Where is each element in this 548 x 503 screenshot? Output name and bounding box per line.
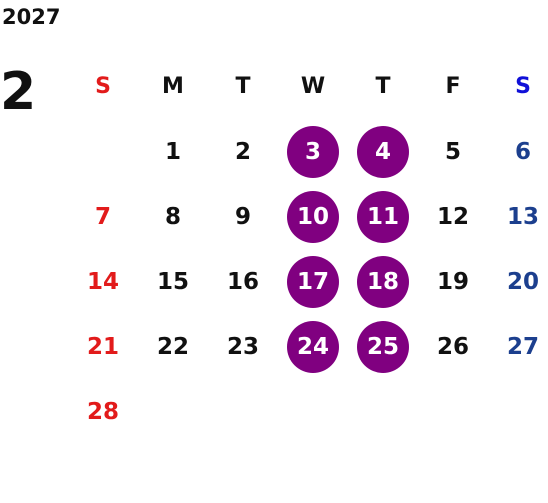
weekday-header-sunday: S bbox=[95, 74, 111, 99]
day-number: 8 bbox=[164, 203, 181, 230]
day-cell: 5 bbox=[418, 119, 488, 184]
day-number: 22 bbox=[156, 333, 189, 360]
day-number: 3 bbox=[287, 125, 339, 178]
day-number: 18 bbox=[357, 255, 409, 308]
day-cell: 6 bbox=[488, 119, 548, 184]
day-cell: 9 bbox=[208, 184, 278, 249]
month-number: 2 bbox=[0, 62, 37, 122]
day-cell: 13 bbox=[488, 184, 548, 249]
day-number: 4 bbox=[357, 125, 409, 178]
day-number: 9 bbox=[234, 203, 251, 230]
day-number: 20 bbox=[506, 268, 539, 295]
day-cell: 15 bbox=[138, 249, 208, 314]
day-number: 6 bbox=[514, 138, 531, 165]
day-cell: 2 bbox=[208, 119, 278, 184]
day-cell bbox=[278, 379, 348, 444]
day-cell bbox=[418, 379, 488, 444]
day-cell: 23 bbox=[208, 314, 278, 379]
day-number: 10 bbox=[287, 190, 339, 243]
day-number: 28 bbox=[86, 398, 119, 425]
day-cell-highlighted: 3 bbox=[278, 119, 348, 184]
day-number: 19 bbox=[436, 268, 469, 295]
day-cell: 8 bbox=[138, 184, 208, 249]
calendar-grid: S M T W T F S 1 2 3 4 5 6 7 8 9 10 11 12… bbox=[68, 54, 548, 444]
day-cell-highlighted: 4 bbox=[348, 119, 418, 184]
day-cell: 1 bbox=[138, 119, 208, 184]
day-number: 14 bbox=[86, 268, 119, 295]
day-cell: 27 bbox=[488, 314, 548, 379]
day-cell: 19 bbox=[418, 249, 488, 314]
day-cell-highlighted: 24 bbox=[278, 314, 348, 379]
day-number: 24 bbox=[287, 320, 339, 373]
day-number: 13 bbox=[506, 203, 539, 230]
day-cell bbox=[348, 379, 418, 444]
day-number: 26 bbox=[436, 333, 469, 360]
day-cell: 22 bbox=[138, 314, 208, 379]
day-cell: 14 bbox=[68, 249, 138, 314]
day-cell-highlighted: 11 bbox=[348, 184, 418, 249]
day-cell: 7 bbox=[68, 184, 138, 249]
day-cell: 28 bbox=[68, 379, 138, 444]
day-number: 1 bbox=[164, 138, 181, 165]
day-number: 23 bbox=[226, 333, 259, 360]
day-cell bbox=[68, 119, 138, 184]
day-number: 27 bbox=[506, 333, 539, 360]
day-cell: 20 bbox=[488, 249, 548, 314]
day-number: 25 bbox=[357, 320, 409, 373]
weekday-header-friday: F bbox=[445, 74, 461, 99]
day-cell: 21 bbox=[68, 314, 138, 379]
weekday-header-saturday: S bbox=[515, 74, 531, 99]
weekday-header-monday: M bbox=[162, 74, 184, 99]
day-number: 21 bbox=[86, 333, 119, 360]
day-number: 16 bbox=[226, 268, 259, 295]
weekday-header-thursday: T bbox=[375, 74, 391, 99]
day-cell bbox=[208, 379, 278, 444]
day-number: 17 bbox=[287, 255, 339, 308]
day-cell: 16 bbox=[208, 249, 278, 314]
day-cell-highlighted: 18 bbox=[348, 249, 418, 314]
day-number: 12 bbox=[436, 203, 469, 230]
weekday-header-tuesday: T bbox=[235, 74, 251, 99]
day-cell: 26 bbox=[418, 314, 488, 379]
day-number: 5 bbox=[444, 138, 461, 165]
day-number: 2 bbox=[234, 138, 251, 165]
day-cell bbox=[488, 379, 548, 444]
day-number: 11 bbox=[357, 190, 409, 243]
day-cell-highlighted: 10 bbox=[278, 184, 348, 249]
day-cell-highlighted: 25 bbox=[348, 314, 418, 379]
day-number: 7 bbox=[94, 203, 111, 230]
day-cell: 12 bbox=[418, 184, 488, 249]
day-cell-highlighted: 17 bbox=[278, 249, 348, 314]
day-number: 15 bbox=[156, 268, 189, 295]
day-cell bbox=[138, 379, 208, 444]
year-label: 2027 bbox=[2, 5, 61, 29]
weekday-header-wednesday: W bbox=[300, 74, 326, 99]
